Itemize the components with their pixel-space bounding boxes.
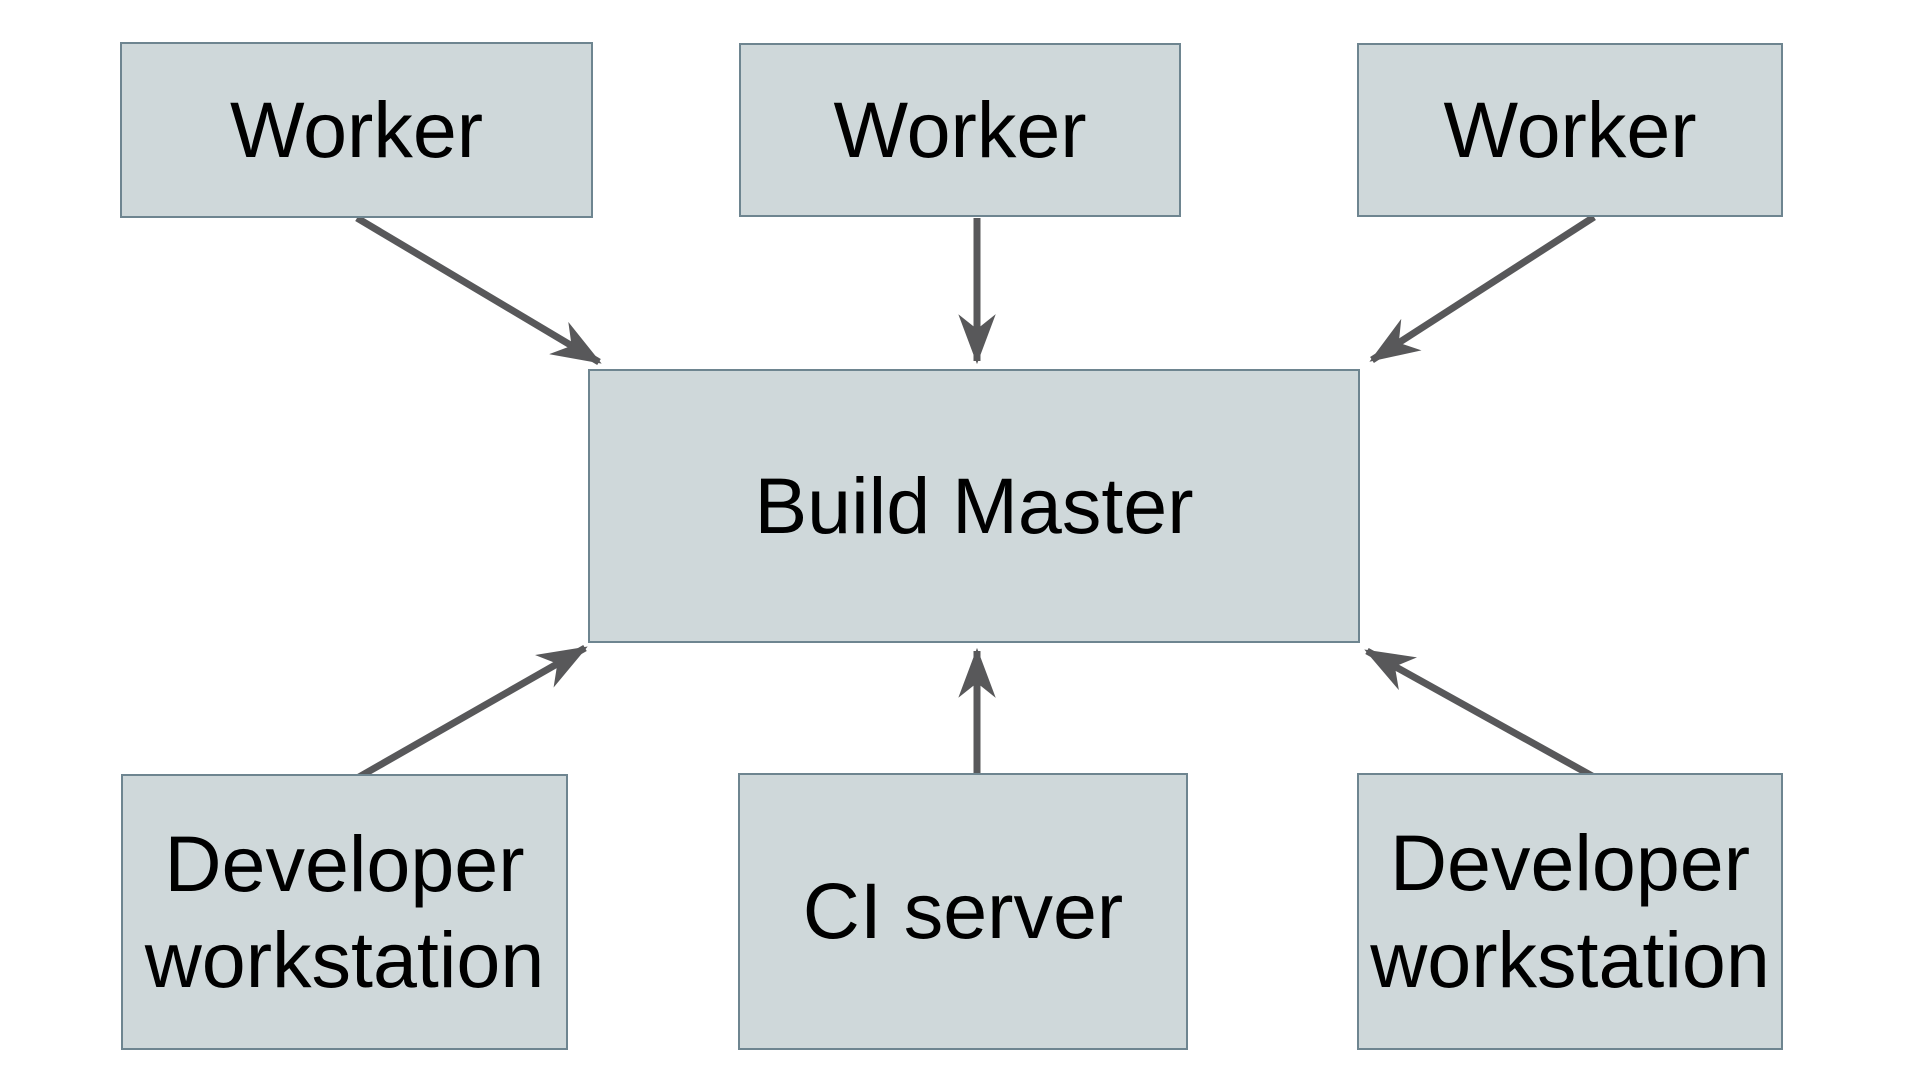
node-worker-1: Worker	[120, 42, 593, 218]
arrow-devworkstation-right-to-buildmaster	[1364, 647, 1596, 781]
node-ci-server-label: CI server	[802, 866, 1124, 956]
node-developer-workstation-right: Developer workstation	[1357, 773, 1783, 1050]
node-build-master: Build Master	[588, 369, 1360, 643]
node-developer-workstation-left-label: Developer workstation	[144, 818, 545, 1004]
node-worker-3-label: Worker	[1443, 84, 1697, 174]
arrow-worker3-to-buildmaster	[1369, 214, 1596, 363]
node-build-master-label: Build Master	[754, 460, 1194, 550]
node-worker-2-label: Worker	[833, 84, 1087, 174]
node-ci-server: CI server	[738, 773, 1188, 1050]
arrow-devworkstation-left-to-buildmaster	[357, 644, 588, 781]
node-worker-2: Worker	[739, 43, 1181, 217]
node-worker-3: Worker	[1357, 43, 1783, 217]
arrow-worker1-to-buildmaster	[355, 214, 602, 366]
node-developer-workstation-right-label: Developer workstation	[1370, 818, 1770, 1004]
node-developer-workstation-left: Developer workstation	[121, 774, 568, 1050]
node-worker-1-label: Worker	[229, 84, 484, 174]
